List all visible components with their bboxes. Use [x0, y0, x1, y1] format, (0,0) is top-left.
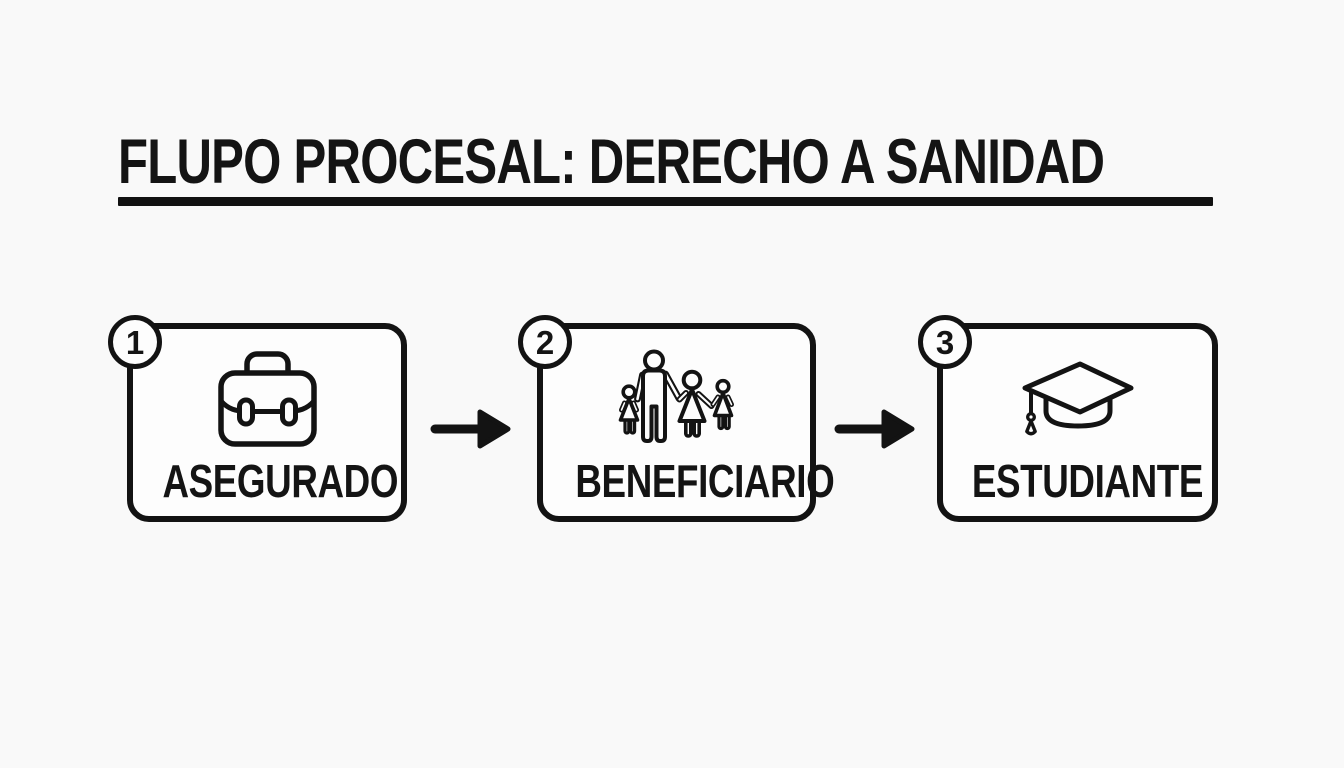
step-label: ASEGURADO — [162, 455, 399, 507]
step-label: BENEFICIARIO — [575, 455, 835, 507]
step-box-beneficiario: 2 — [518, 315, 835, 522]
step-number: 3 — [935, 323, 955, 361]
arrow-right-icon — [833, 406, 919, 452]
family-icon — [543, 349, 810, 449]
graduation-cap-icon — [943, 360, 1212, 438]
step-number: 2 — [535, 323, 555, 361]
step-box-estudiante: 3 ESTUDIANTE — [918, 315, 1218, 522]
step-box-asegurado: 1 ASEGURADO — [108, 315, 407, 522]
step-number-badge: 1 — [108, 315, 162, 369]
arrow-right-icon — [429, 406, 515, 452]
page-title: FLUPO PROCESAL: DERECHO A SANIDAD — [118, 127, 1105, 197]
step-number-badge: 3 — [918, 315, 972, 369]
briefcase-icon — [133, 351, 401, 447]
title-underline — [118, 197, 1213, 206]
step-number: 1 — [125, 323, 145, 361]
step-label: ESTUDIANTE — [971, 455, 1204, 507]
step-number-badge: 2 — [518, 315, 572, 369]
